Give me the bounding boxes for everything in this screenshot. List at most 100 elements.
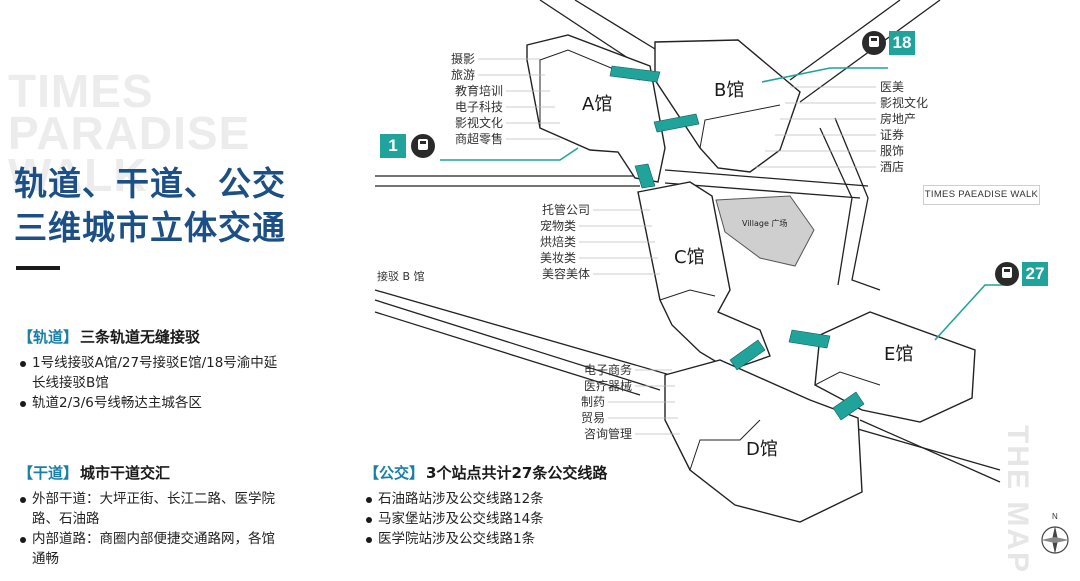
leader-lines-b <box>755 86 876 168</box>
road-line <box>789 0 901 81</box>
metro-icon <box>411 134 435 158</box>
list-item: 外部干道：大坪正街、长江二路、医学院路、石油路 <box>18 489 348 529</box>
road-line <box>574 0 661 53</box>
rail-tag: 【轨道】 <box>18 328 79 346</box>
hall-label-d: D馆 <box>746 439 778 460</box>
list-item-text: 长线接驳B馆 <box>32 375 109 391</box>
road-list: 外部干道：大坪正街、长江二路、医学院路、石油路 内部道路：商圈内部便捷交通路网，… <box>18 489 348 569</box>
compass-n-label: N <box>1052 512 1058 521</box>
road-line <box>664 182 861 199</box>
the-map-watermark: THE MAP <box>1001 425 1034 574</box>
compass-cross <box>1041 537 1069 543</box>
category-label: 贸易 <box>581 411 605 425</box>
category-label: 房地产 <box>880 111 916 126</box>
list-item-text: 内部道路：商圈内部便捷交通路网，各馆 <box>32 531 275 547</box>
category-label: 美妆类 <box>540 251 576 265</box>
list-item-text: 路、石油路 <box>32 511 100 527</box>
road-heading-text: 城市干道交汇 <box>80 464 171 482</box>
walk-label: TIMES PAEADISE WALK <box>923 185 1040 205</box>
labels-hall-d: 电子商务 医疗器械 制药 贸易 咨询管理 <box>581 362 632 441</box>
road-line <box>819 127 853 286</box>
bus-section: 【公交】3个站点共计27条公交线路 石油路站涉及公交线路12条 马家堡站涉及公交… <box>364 462 684 549</box>
category-label: 美容美体 <box>542 266 590 281</box>
list-item: 医学院站涉及公交线路1条 <box>364 529 684 549</box>
bus-list: 石油路站涉及公交线路12条 马家堡站涉及公交线路14条 医学院站涉及公交线路1条 <box>364 489 684 549</box>
relief-line <box>539 49 641 128</box>
page-title-line-2: 三维城市立体交通 <box>14 208 286 247</box>
station-links <box>440 67 1005 341</box>
road-heading: 【干道】城市干道交汇 <box>18 462 348 483</box>
category-label: 制药 <box>581 395 605 409</box>
hall-d-shape <box>664 359 863 523</box>
plaza-shape <box>715 195 815 267</box>
category-label: 商超零售 <box>455 131 503 146</box>
relief-line <box>689 419 761 471</box>
page-title: 轨道、干道、公交 三维城市立体交通 <box>14 162 286 250</box>
relief-line <box>699 104 781 149</box>
connector-bridge <box>832 391 865 421</box>
metro-icon <box>862 31 886 55</box>
list-item-text: 医学院站涉及公交线路1条 <box>378 531 536 547</box>
category-label: 电子科技 <box>455 100 503 114</box>
bus-heading-text: 3个站点共计27条公交线路 <box>426 464 608 482</box>
list-item: 轨道2/3/6号线畅达主城各区 <box>18 393 348 413</box>
station-link-27 <box>934 284 1005 341</box>
plaza-label: Village 广场 <box>742 218 787 228</box>
transfer-b-label: 接驳 B 馆 <box>377 269 425 283</box>
road-line <box>859 419 1001 483</box>
bus-heading: 【公交】3个站点共计27条公交线路 <box>364 462 684 483</box>
rail-heading: 【轨道】三条轨道无缝接驳 <box>18 326 348 347</box>
road-line <box>374 299 661 391</box>
hall-label-e: E馆 <box>884 344 913 365</box>
road-line <box>539 0 641 67</box>
category-label: 证券 <box>880 127 904 142</box>
list-item: 石油路站涉及公交线路12条 <box>364 489 684 509</box>
title-divider <box>16 266 60 270</box>
category-label: 酒店 <box>880 160 904 174</box>
station-link-1 <box>440 147 579 161</box>
watermark-line-3: WALK <box>8 149 148 201</box>
list-item-text: 1号线接驳A馆/27号接驳E馆/18号渝中延 <box>32 355 278 371</box>
watermark-text: TIMES PARADISE WALK <box>8 65 251 201</box>
labels-hall-a: 摄影 旅游 教育培训 电子科技 影视文化 商超零售 <box>451 51 503 146</box>
labels-hall-c: 托管公司 宠物类 烘焙类 美妆类 美容美体 <box>540 202 590 281</box>
category-label: 影视文化 <box>880 95 928 110</box>
list-item-text: 外部干道：大坪正街、长江二路、医学院 <box>32 491 275 507</box>
category-label: 旅游 <box>451 68 475 82</box>
compass-graphic: N <box>1041 512 1069 554</box>
compass-icon: N <box>1038 510 1072 558</box>
rail-list: 1号线接驳A馆/27号接驳E馆/18号渝中延长线接驳B馆 轨道2/3/6号线畅达… <box>18 353 348 413</box>
category-label: 宠物类 <box>540 218 576 233</box>
connector-bridge <box>634 163 656 189</box>
hall-label-a: A馆 <box>582 94 612 115</box>
leader-lines-a <box>478 58 560 140</box>
list-item-text: 通畅 <box>32 551 59 567</box>
station-link-18 <box>761 67 888 83</box>
relief-line <box>814 371 881 386</box>
metro-icon <box>995 262 1019 286</box>
list-item: 马家堡站涉及公交线路14条 <box>364 509 684 529</box>
relief-line <box>659 289 716 301</box>
connector-bridge <box>653 113 700 133</box>
category-label: 服饰 <box>880 144 904 158</box>
category-label: 托管公司 <box>542 202 590 217</box>
watermark-line-2: PARADISE <box>8 107 251 159</box>
category-label: 医疗器械 <box>584 378 632 393</box>
hall-label-c: C馆 <box>674 247 705 268</box>
connector-bridge <box>788 329 831 349</box>
station-27-badge: 27 <box>1022 262 1048 286</box>
list-item-text: 马家堡站涉及公交线路14条 <box>378 511 544 527</box>
list-item-text: 轨道2/3/6号线畅达主城各区 <box>32 395 202 411</box>
station-1-badge: 1 <box>380 134 406 158</box>
category-label: 教育培训 <box>455 83 503 98</box>
bus-tag: 【公交】 <box>364 464 425 482</box>
road-tag: 【干道】 <box>18 464 79 482</box>
road-line <box>664 169 869 187</box>
watermark-line-1: TIMES <box>8 65 154 117</box>
leader-lines-d <box>608 369 680 435</box>
hall-labels: A馆 B馆 C馆 D馆 E馆 <box>582 80 913 460</box>
category-label: 电子商务 <box>584 362 632 377</box>
road-lines <box>374 0 1001 483</box>
category-label: 咨询管理 <box>584 426 632 441</box>
